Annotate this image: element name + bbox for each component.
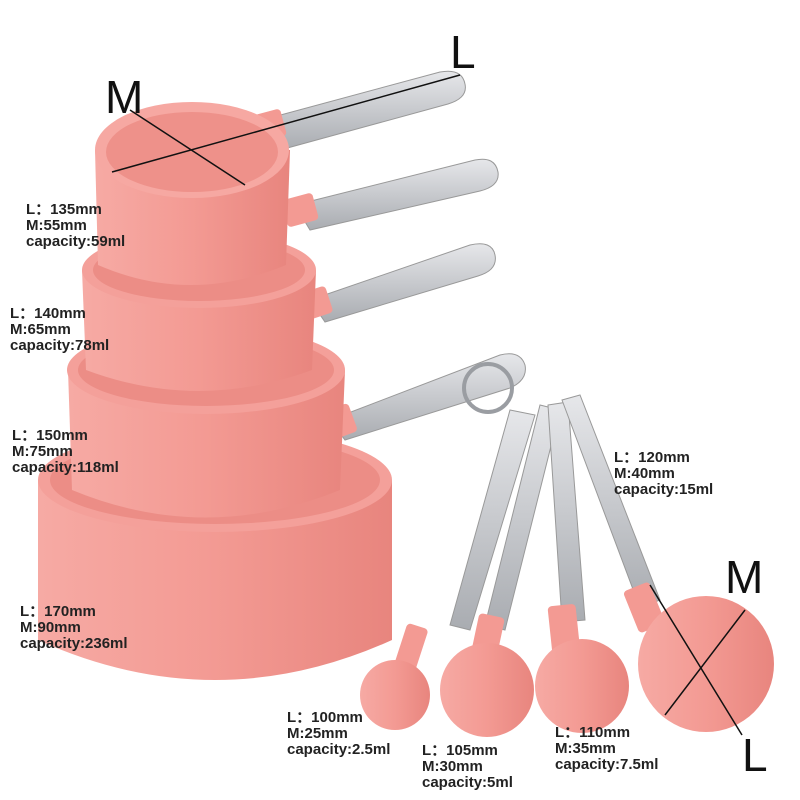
spec-mouth: M:40mm bbox=[614, 465, 675, 482]
spoon-ring bbox=[462, 362, 514, 414]
length-label-cup: L bbox=[450, 26, 476, 78]
spoon-spec-5ml: L：105mm M:30mm capacity:5ml bbox=[422, 743, 513, 791]
cup-spec-78ml: L：140mm M:65mm capacity:78ml bbox=[10, 306, 109, 354]
cup-59ml bbox=[95, 74, 461, 285]
spec-mouth: M:30mm bbox=[422, 758, 483, 775]
spec-mouth: M:75mm bbox=[12, 443, 73, 460]
spec-length: L：140mm bbox=[10, 305, 86, 322]
spec-mouth: M:35mm bbox=[555, 740, 616, 757]
spec-length: L：170mm bbox=[20, 603, 96, 620]
spec-capacity: capacity:15ml bbox=[614, 481, 714, 498]
mouth-label-cup: M bbox=[105, 71, 144, 123]
length-line bbox=[111, 74, 461, 173]
spoon-bowls bbox=[360, 584, 774, 737]
spec-length: L：150mm bbox=[12, 427, 88, 444]
cup-spec-118ml: L：150mm M:75mm capacity:118ml bbox=[12, 428, 119, 476]
length-label-spoon: L bbox=[742, 729, 768, 781]
spec-capacity: capacity:236ml bbox=[20, 635, 128, 652]
spec-capacity: capacity:7.5ml bbox=[555, 756, 659, 773]
spoon-spec-15ml: L：120mm M:40mm capacity:15ml bbox=[614, 450, 713, 498]
spec-mouth: M:90mm bbox=[20, 619, 81, 636]
mouth-line bbox=[129, 109, 246, 186]
spec-length: L：135mm bbox=[26, 201, 102, 218]
spec-length: L：110mm bbox=[555, 724, 631, 741]
spoon-handles bbox=[394, 394, 665, 672]
spoon-spec-2-5ml: L：100mm M:25mm capacity:2.5ml bbox=[287, 710, 390, 758]
spoon-spec-7-5ml: L：110mm M:35mm capacity:7.5ml bbox=[555, 725, 658, 773]
spec-mouth: M:65mm bbox=[10, 321, 71, 338]
spec-length: L：120mm bbox=[614, 449, 690, 466]
spec-capacity: capacity:59ml bbox=[26, 233, 126, 250]
cup-spec-59ml: L：135mm M:55mm capacity:59ml bbox=[26, 202, 125, 250]
spec-capacity: capacity:118ml bbox=[12, 459, 119, 476]
spec-mouth: M:25mm bbox=[287, 725, 348, 742]
cup-spec-236ml: L：170mm M:90mm capacity:236ml bbox=[20, 604, 128, 652]
mouth-label-spoon: M bbox=[725, 551, 764, 603]
spec-capacity: capacity:2.5ml bbox=[287, 741, 391, 758]
spec-mouth: M:55mm bbox=[26, 217, 87, 234]
spec-length: L：105mm bbox=[422, 742, 498, 759]
spec-capacity: capacity:78ml bbox=[10, 337, 110, 354]
spec-length: L：100mm bbox=[287, 709, 363, 726]
spec-capacity: capacity:5ml bbox=[422, 774, 513, 791]
